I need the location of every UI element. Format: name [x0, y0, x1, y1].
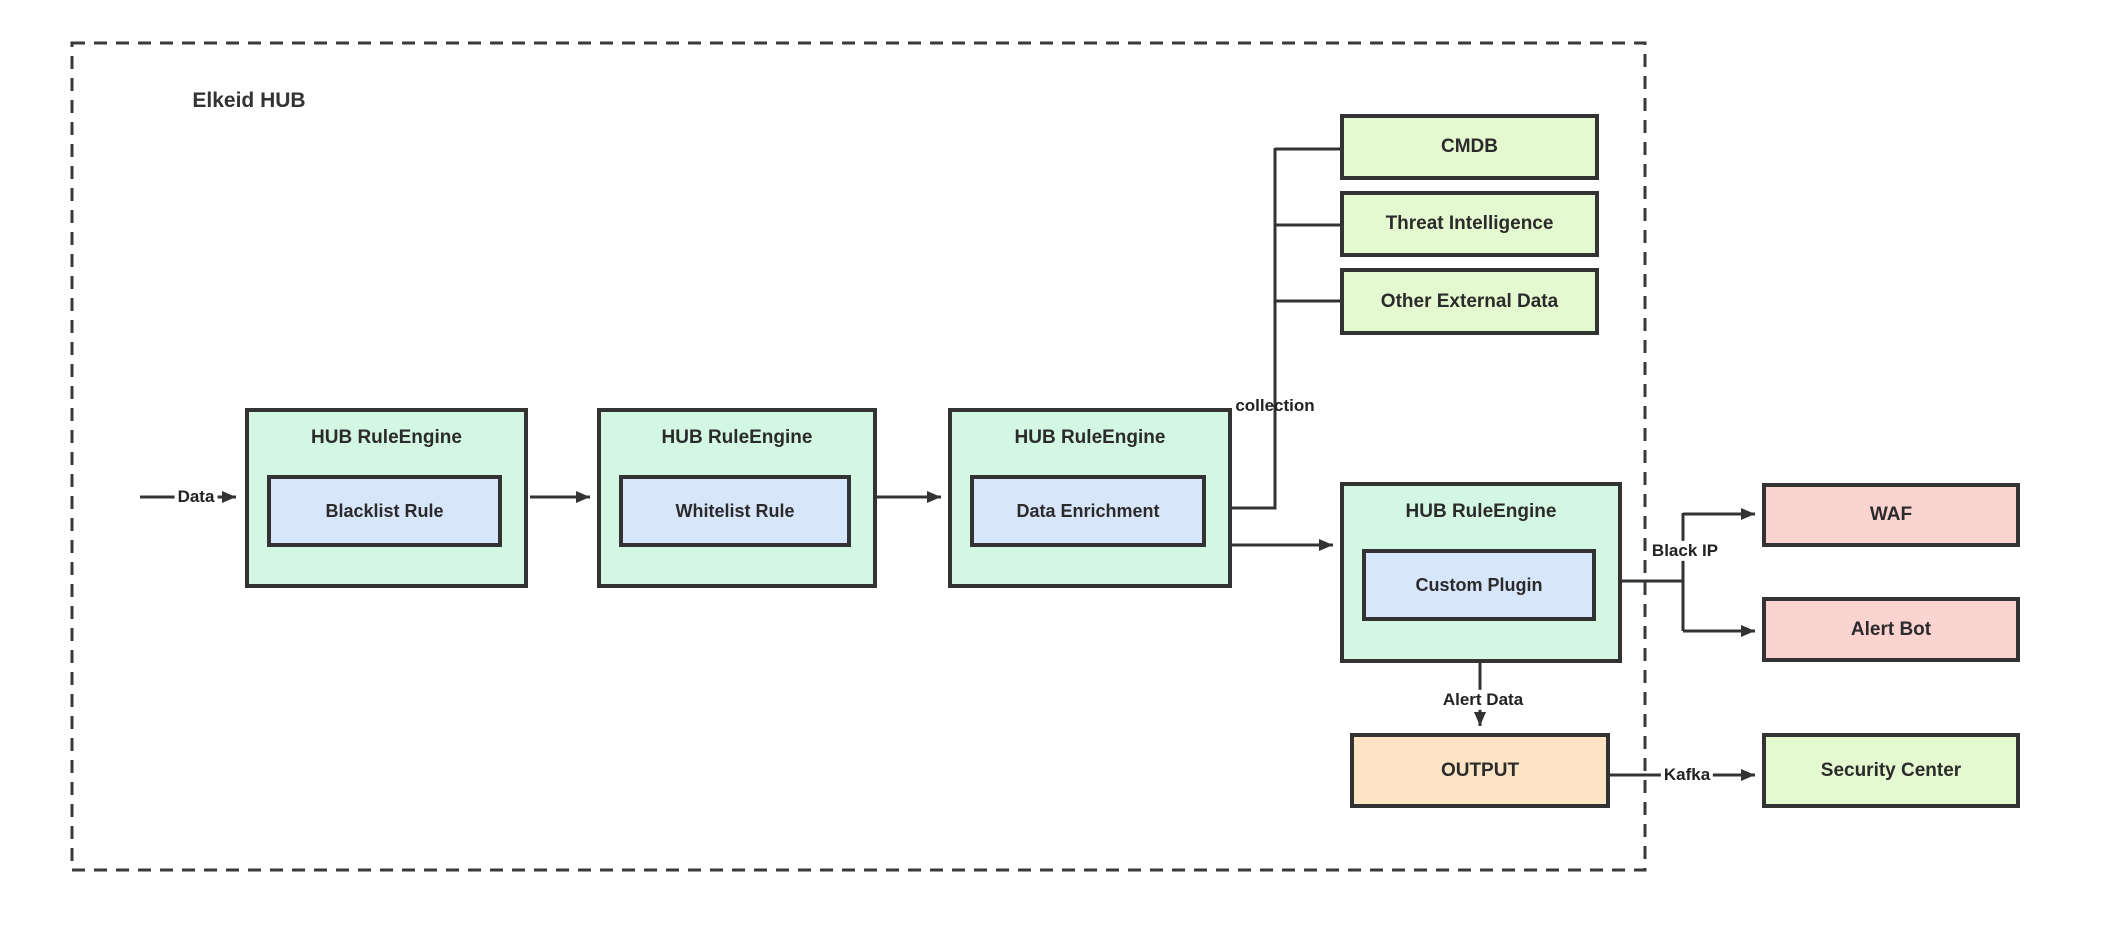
hub-boundary-dashed-border	[70, 41, 1647, 872]
module-data-enrichment: Data Enrichment	[970, 475, 1206, 547]
edge-collection-to-enrichment	[1218, 148, 1277, 514]
sink-security-center: Security Center	[1762, 733, 2020, 808]
rule-engine-whitelist: HUB RuleEngine Whitelist Rule	[597, 408, 877, 588]
sink-label: Security Center	[1820, 759, 1962, 781]
sink-alert-bot: Alert Bot	[1762, 597, 2020, 662]
edge-label-data: Data	[174, 486, 218, 508]
node-output: OUTPUT	[1350, 733, 1610, 808]
output-label: OUTPUT	[1440, 759, 1520, 781]
rule-engine-enrichment: HUB RuleEngine Data Enrichment	[948, 408, 1232, 588]
edge-label-black-ip: Black IP	[1648, 540, 1722, 562]
source-other-external-data: Other External Data	[1340, 268, 1599, 335]
module-label: Custom Plugin	[1415, 574, 1543, 595]
engine-title: HUB RuleEngine	[661, 427, 813, 448]
source-cmdb: CMDB	[1340, 114, 1599, 180]
source-threat-intelligence: Threat Intelligence	[1340, 191, 1599, 257]
sink-label: Alert Bot	[1850, 618, 1932, 640]
sink-waf: WAF	[1762, 483, 2020, 547]
source-label: CMDB	[1441, 136, 1498, 157]
edge-label-alert-data: Alert Data	[1439, 689, 1527, 711]
edge-label-collection: collection	[1235, 395, 1315, 415]
module-label: Whitelist Rule	[675, 500, 795, 521]
module-whitelist-rule: Whitelist Rule	[619, 475, 851, 547]
module-label: Data Enrichment	[1016, 500, 1160, 521]
module-blacklist-rule: Blacklist Rule	[267, 475, 502, 547]
engine-title: HUB RuleEngine	[1405, 501, 1557, 522]
engine-title: HUB RuleEngine	[1014, 427, 1166, 448]
engine-title: HUB RuleEngine	[311, 427, 462, 448]
module-label: Blacklist Rule	[325, 500, 444, 521]
sink-label: WAF	[1869, 504, 1913, 525]
source-label: Threat Intelligence	[1385, 213, 1554, 234]
module-custom-plugin: Custom Plugin	[1362, 549, 1596, 621]
edge-label-kafka: Kafka	[1660, 764, 1714, 786]
hub-container-title: Elkeid HUB	[192, 89, 306, 112]
rule-engine-custom-plugin: HUB RuleEngine Custom Plugin	[1340, 482, 1622, 663]
source-label: Other External Data	[1380, 290, 1559, 312]
rule-engine-blacklist: HUB RuleEngine Blacklist Rule	[245, 408, 528, 588]
